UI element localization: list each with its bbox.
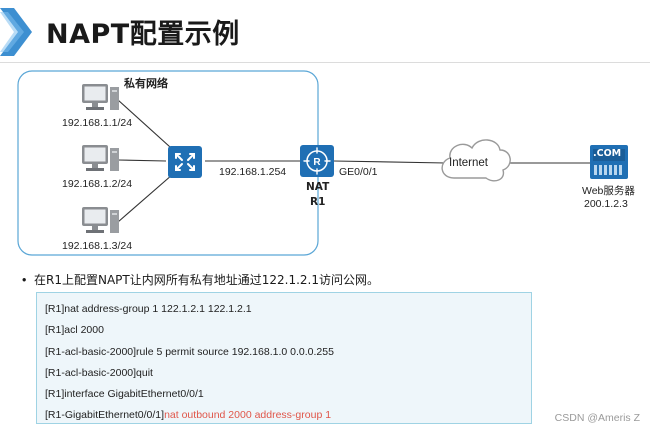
link-router-internet xyxy=(333,160,447,164)
config-line: [R1-acl-basic-2000]rule 5 permit source … xyxy=(45,345,334,358)
config-line: [R1]interface GigabitEthernet0/0/1 xyxy=(45,388,204,401)
server-badge: .COM xyxy=(593,148,622,159)
config-box: [R1]nat address-group 1 122.1.2.1 122.1.… xyxy=(36,292,532,424)
config-line: [R1]nat address-group 1 122.1.2.1 122.1.… xyxy=(45,303,252,315)
router-outside-interface-label: GE0/0/1 xyxy=(339,166,378,178)
config-line: [R1]acl 2000 xyxy=(45,324,104,337)
router-inside-ip-label: 192.168.1.254 xyxy=(219,166,287,178)
pc-icon xyxy=(82,145,119,171)
bullet-text: 在R1上配置NAPT让内网所有私有地址通过122.1.2.1访问公网。 xyxy=(34,273,379,287)
chevron-icon xyxy=(0,8,32,56)
switch-icon xyxy=(168,146,202,178)
host2-ip-label: 192.168.1.2/24 xyxy=(62,178,133,190)
config-prefix: [R1-GigabitEthernet0/0/1] xyxy=(45,409,165,422)
config-highlight: nat outbound 2000 address-group 1 xyxy=(164,409,332,422)
server-name-label: Web服务器 xyxy=(582,185,635,197)
slide-header: NAPT配置示例 xyxy=(0,0,650,64)
server-icon xyxy=(590,145,628,179)
router-icon: R xyxy=(300,145,334,177)
bullet-dot: • xyxy=(22,273,27,287)
internet-label: Internet xyxy=(449,157,488,169)
page-title: NAPT配置示例 xyxy=(46,19,240,50)
server-ip-label: 200.1.2.3 xyxy=(584,198,628,210)
host1-ip-label: 192.168.1.1/24 xyxy=(62,117,133,129)
link-host2-switch xyxy=(117,159,167,162)
config-line: [R1-GigabitEthernet0/0/1]nat outbound 20… xyxy=(45,405,523,426)
svg-text:R: R xyxy=(313,157,321,168)
pc-icon xyxy=(82,207,119,233)
watermark: CSDN @Ameris Z xyxy=(554,412,640,424)
header-divider xyxy=(0,62,650,63)
bullet-point: • 在R1上配置NAPT让内网所有私有地址通过122.1.2.1访问公网。 xyxy=(22,271,379,288)
pc-icon xyxy=(82,84,119,110)
host3-ip-label: 192.168.1.3/24 xyxy=(62,240,133,252)
router-name-label: R1 xyxy=(310,196,326,208)
config-line: [R1-acl-basic-2000]quit xyxy=(45,366,153,379)
network-diagram: R 私有网络 192.168.1.1/24 192.168.1.2/24 192… xyxy=(17,70,635,256)
nat-label: NAT xyxy=(306,181,330,193)
cloud-icon xyxy=(441,139,511,182)
diagram-canvas: R xyxy=(17,70,628,256)
private-network-label: 私有网络 xyxy=(124,77,168,90)
